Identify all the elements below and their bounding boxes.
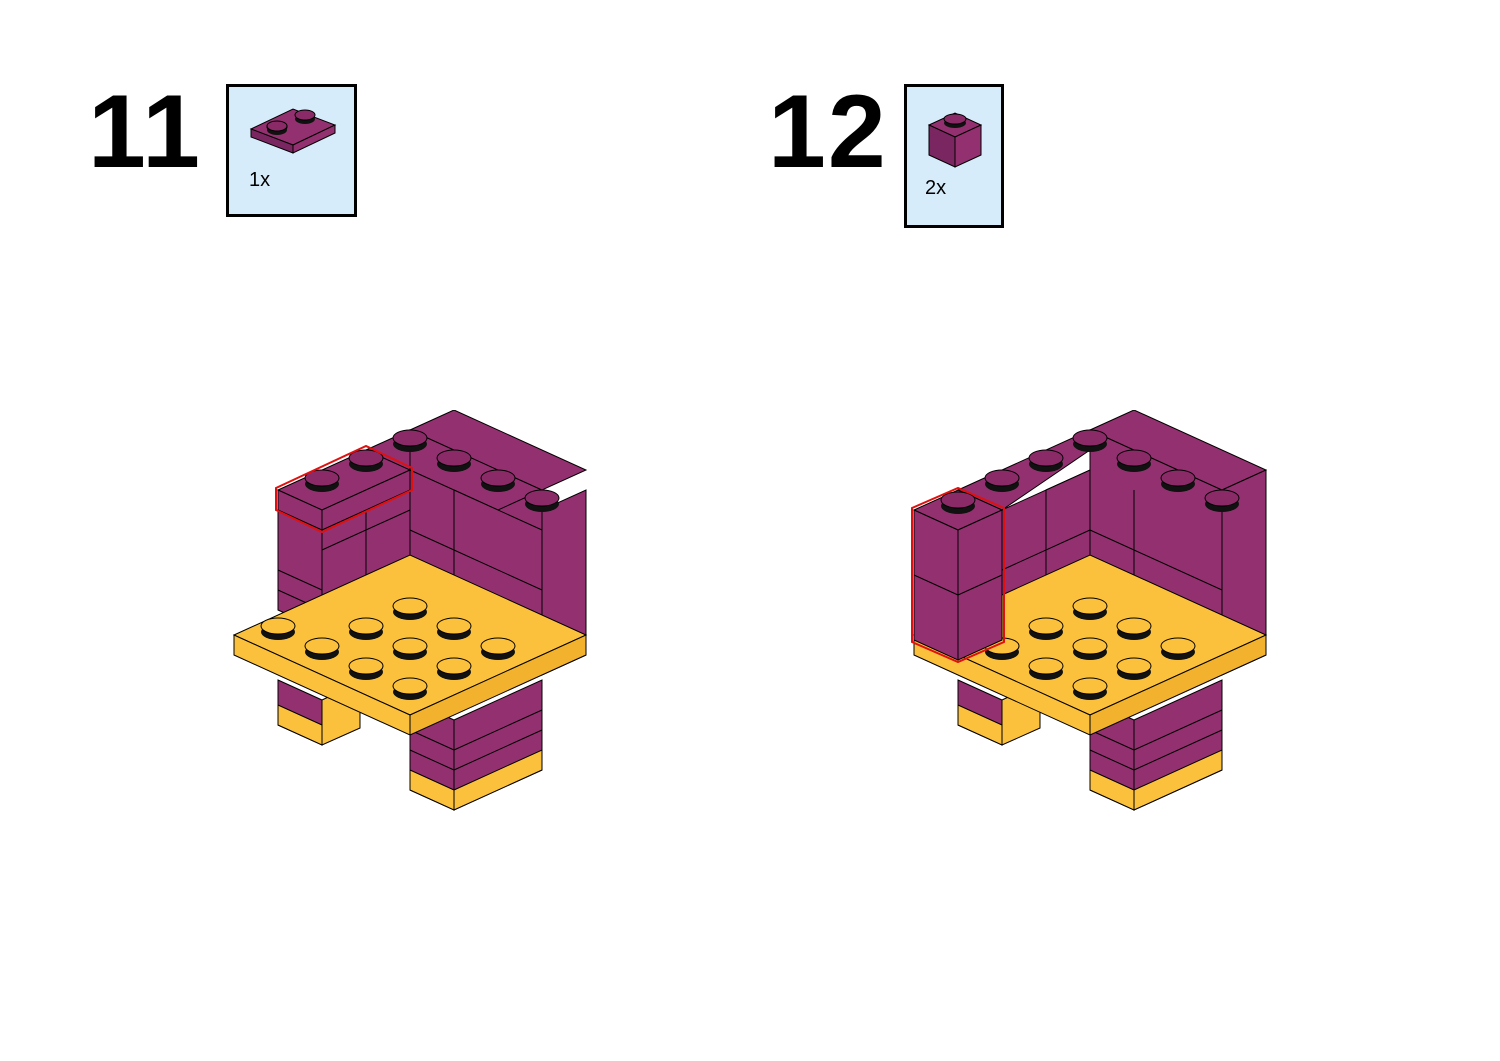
parts-callout: 2x	[904, 84, 1004, 228]
part-quantity: 2x	[925, 177, 947, 199]
wall-studs	[984, 429, 1240, 512]
parts-callout: 1x	[226, 84, 357, 217]
new-part-highlight	[275, 444, 413, 534]
step-number: 11	[88, 74, 202, 190]
step-12: 12 2x	[680, 0, 1380, 1000]
seat-plate	[232, 554, 588, 736]
new-part-highlight	[911, 486, 1005, 664]
assembly-model	[911, 410, 1268, 811]
plate-1x2-icon	[249, 108, 337, 154]
brick-1x1-icon	[927, 112, 983, 168]
assembly-model	[232, 410, 588, 811]
wall-studs	[392, 429, 560, 512]
step-number: 12	[768, 74, 888, 190]
part-quantity: 1x	[249, 169, 271, 191]
step-11: 11 1x	[0, 0, 700, 1000]
